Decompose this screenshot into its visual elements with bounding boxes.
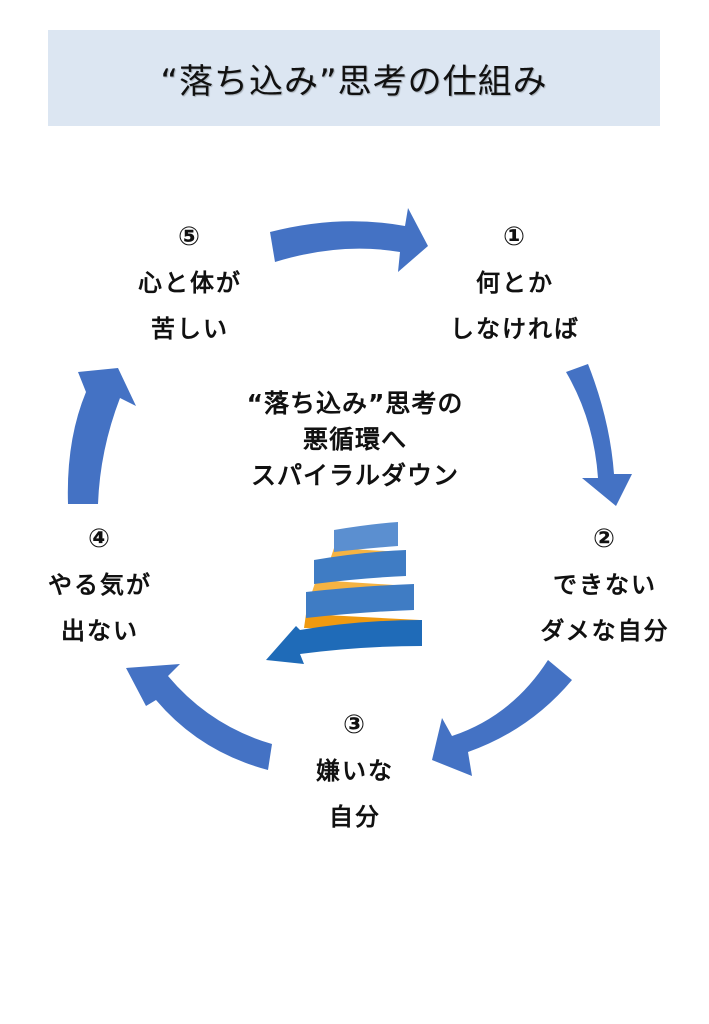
cycle-node-1: ① 何とか しなければ	[440, 214, 590, 352]
spiral-down-icon	[266, 522, 422, 664]
spiral-band	[314, 550, 406, 584]
node-label-line: できない	[553, 571, 657, 599]
node-number: ③	[342, 710, 367, 740]
title-banner: “落ち込み”思考の仕組み	[48, 30, 660, 126]
cycle-node-2: ② できない ダメな自分	[520, 516, 690, 654]
center-caption-line: 悪循環へ	[302, 425, 407, 454]
center-caption-line: スパイラルダウン	[250, 461, 459, 490]
node-label-line: ダメな自分	[540, 617, 670, 645]
cycle-node-5: ⑤ 心と体が 苦しい	[110, 214, 270, 352]
node-label-line: 何とか	[476, 269, 554, 297]
center-caption: “落ち込み”思考の 悪循環へ スパイラルダウン	[200, 386, 510, 494]
node-label-line: 出ない	[61, 617, 139, 645]
node-label-line: 嫌いな	[316, 757, 394, 785]
curved-arrow-icon	[566, 364, 632, 506]
node-number: ⑤	[177, 222, 202, 252]
cycle-node-3: ③ 嫌いな 自分	[290, 702, 420, 840]
curved-arrow-icon	[126, 664, 272, 770]
node-label-line: 苦しい	[151, 315, 229, 343]
curved-arrow-icon	[67, 368, 136, 504]
node-number: ①	[502, 222, 527, 252]
node-number: ②	[592, 524, 617, 554]
node-label-line: やる気が	[48, 571, 152, 599]
node-label-line: しなければ	[450, 315, 580, 343]
page-title: “落ち込み”思考の仕組み	[160, 61, 548, 102]
node-label-line: 心と体が	[138, 269, 242, 297]
curved-arrow-icon	[432, 660, 572, 776]
curved-arrow-icon	[270, 208, 428, 272]
node-label-line: 自分	[329, 803, 381, 831]
spiral-band	[334, 522, 398, 552]
center-caption-line: “落ち込み”思考の	[246, 389, 464, 418]
spiral-band	[306, 584, 414, 618]
node-number: ④	[87, 524, 112, 554]
spiral-arrow	[266, 620, 422, 664]
cycle-node-4: ④ やる気が 出ない	[20, 516, 180, 654]
